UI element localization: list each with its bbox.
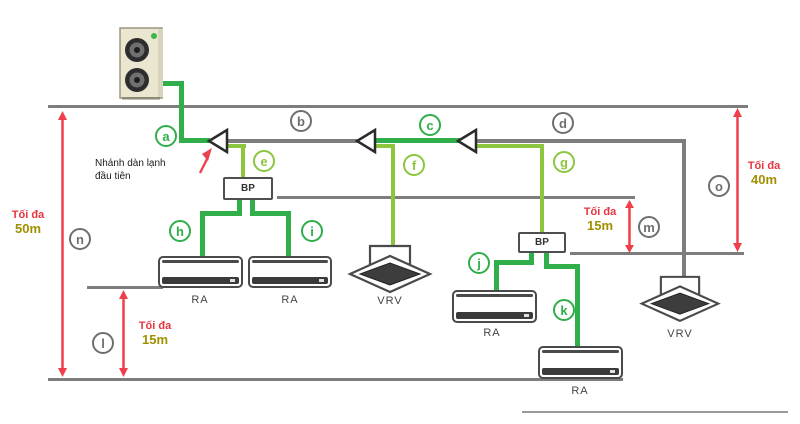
ra-top-trim: [252, 260, 328, 263]
bp-label: BP: [241, 183, 255, 194]
refnet-joint-icon: [455, 127, 478, 155]
pipe-h-horizontal: [200, 211, 242, 216]
ra-unit-2: [248, 256, 332, 288]
branch-label-g: g: [553, 151, 575, 173]
ra-unit-label: RA: [281, 294, 299, 306]
pipe-d-vertical: [682, 139, 686, 276]
pipe-d-horizontal: [477, 139, 686, 143]
measure-arrow-50m: [58, 111, 67, 377]
vrv-unit-label: VRV: [667, 328, 693, 340]
pipe-i-horizontal: [250, 211, 291, 216]
ra-unit-4: [538, 346, 623, 379]
vrv-cassette-icon: [639, 275, 721, 323]
pipe-e-horizontal: [228, 144, 246, 148]
ra-vent: [162, 277, 239, 284]
ra-unit-1: [158, 256, 243, 288]
ra-vent: [252, 277, 328, 284]
branch-label-n: n: [69, 228, 91, 250]
measure-arrow-40m: [733, 108, 742, 252]
pipe-k-vertical: [575, 264, 580, 348]
pipe-main-horizontal: [163, 81, 184, 86]
pipe-g-horizontal: [477, 144, 544, 148]
pipe-a: [179, 138, 210, 143]
branch-label-c: c: [419, 114, 441, 136]
bp-box-1: BP: [223, 177, 273, 200]
measure-text-15m-right: Tối đa 15m: [573, 206, 627, 234]
pipe-g-vertical: [540, 144, 544, 235]
pipe-i-vertical: [286, 211, 291, 258]
measure-value: 50m: [14, 220, 42, 236]
ground-line-right: [522, 411, 788, 413]
pipe-e-vertical: [241, 144, 245, 179]
branch-label-f: f: [403, 154, 425, 176]
branch-label-j: j: [468, 252, 490, 274]
pipe-k-drop: [544, 251, 549, 268]
branch-label-i: i: [301, 220, 323, 242]
first-branch-annotation: Nhánh dàn lạnh đầu tiên: [95, 157, 205, 183]
pipe-i-drop: [250, 199, 255, 215]
ceiling-line: [48, 105, 748, 108]
bp-box-2: BP: [518, 232, 566, 253]
pipe-f-vertical: [391, 144, 395, 248]
outdoor-unit-icon: [119, 27, 163, 100]
shelf-line-left: [87, 286, 163, 289]
ra-top-trim: [542, 350, 619, 353]
branch-label-m: m: [638, 216, 660, 238]
ra-display-dot: [610, 370, 615, 373]
branch-label-o: o: [708, 175, 730, 197]
pipe-h-vertical: [200, 211, 205, 258]
branch-label-h: h: [169, 220, 191, 242]
refnet-joint-icon: [206, 127, 229, 155]
pipe-j-vertical: [494, 260, 499, 292]
branch-label-b: b: [290, 110, 312, 132]
ra-display-dot: [230, 279, 235, 282]
measure-value: 15m: [586, 217, 614, 233]
measure-text-40m: Tối đa 40m: [737, 160, 791, 188]
branch-label-d: d: [552, 112, 574, 134]
ra-unit-3: [452, 290, 537, 323]
pipe-k-horizontal: [544, 264, 580, 269]
pipe-j-drop: [529, 251, 534, 264]
upper-level-line: [277, 196, 635, 199]
pipe-j-horizontal: [494, 260, 534, 265]
branch-label-k: k: [553, 299, 575, 321]
ra-unit-label: RA: [571, 385, 589, 397]
ra-display-dot: [319, 279, 324, 282]
ra-top-trim: [162, 260, 239, 263]
ra-vent: [542, 368, 619, 375]
measure-arrow-15m-right: [625, 200, 634, 253]
annotation-line1: Nhánh dàn lạnh: [95, 158, 166, 169]
mid-level-line-right: [570, 252, 744, 255]
pipe-f-horizontal: [376, 144, 395, 148]
branch-label-a: a: [155, 125, 177, 147]
ra-vent: [456, 312, 533, 319]
measure-text-50m: Tối đa 50m: [1, 209, 55, 237]
measure-label: Tối đa: [11, 209, 45, 221]
ra-unit-label: RA: [191, 294, 209, 306]
annotation-arrow-icon: [198, 148, 212, 174]
measure-label: Tối đa: [583, 206, 617, 218]
vrv-cassette-icon: [347, 244, 433, 294]
measure-value: 40m: [750, 171, 778, 187]
pipe-b: [228, 139, 358, 143]
measure-text-15m-left: Tối đa 15m: [128, 320, 182, 348]
measure-label: Tối đa: [747, 160, 781, 172]
vrv-unit-label: VRV: [377, 295, 403, 307]
floor-line: [48, 378, 623, 381]
pipe-main-vertical: [179, 81, 184, 142]
refnet-joint-icon: [354, 127, 377, 155]
measure-value: 15m: [141, 331, 169, 347]
pipe-h-drop: [237, 199, 242, 215]
measure-arrow-15m-left: [119, 290, 128, 377]
annotation-line2: đầu tiên: [95, 171, 131, 182]
pipe-c: [375, 138, 460, 143]
ra-display-dot: [524, 314, 529, 317]
ra-top-trim: [456, 294, 533, 297]
branch-label-e: e: [253, 150, 275, 172]
bp-label: BP: [535, 237, 549, 248]
branch-label-l: l: [92, 332, 114, 354]
ra-unit-label: RA: [483, 327, 501, 339]
measure-label: Tối đa: [138, 320, 172, 332]
